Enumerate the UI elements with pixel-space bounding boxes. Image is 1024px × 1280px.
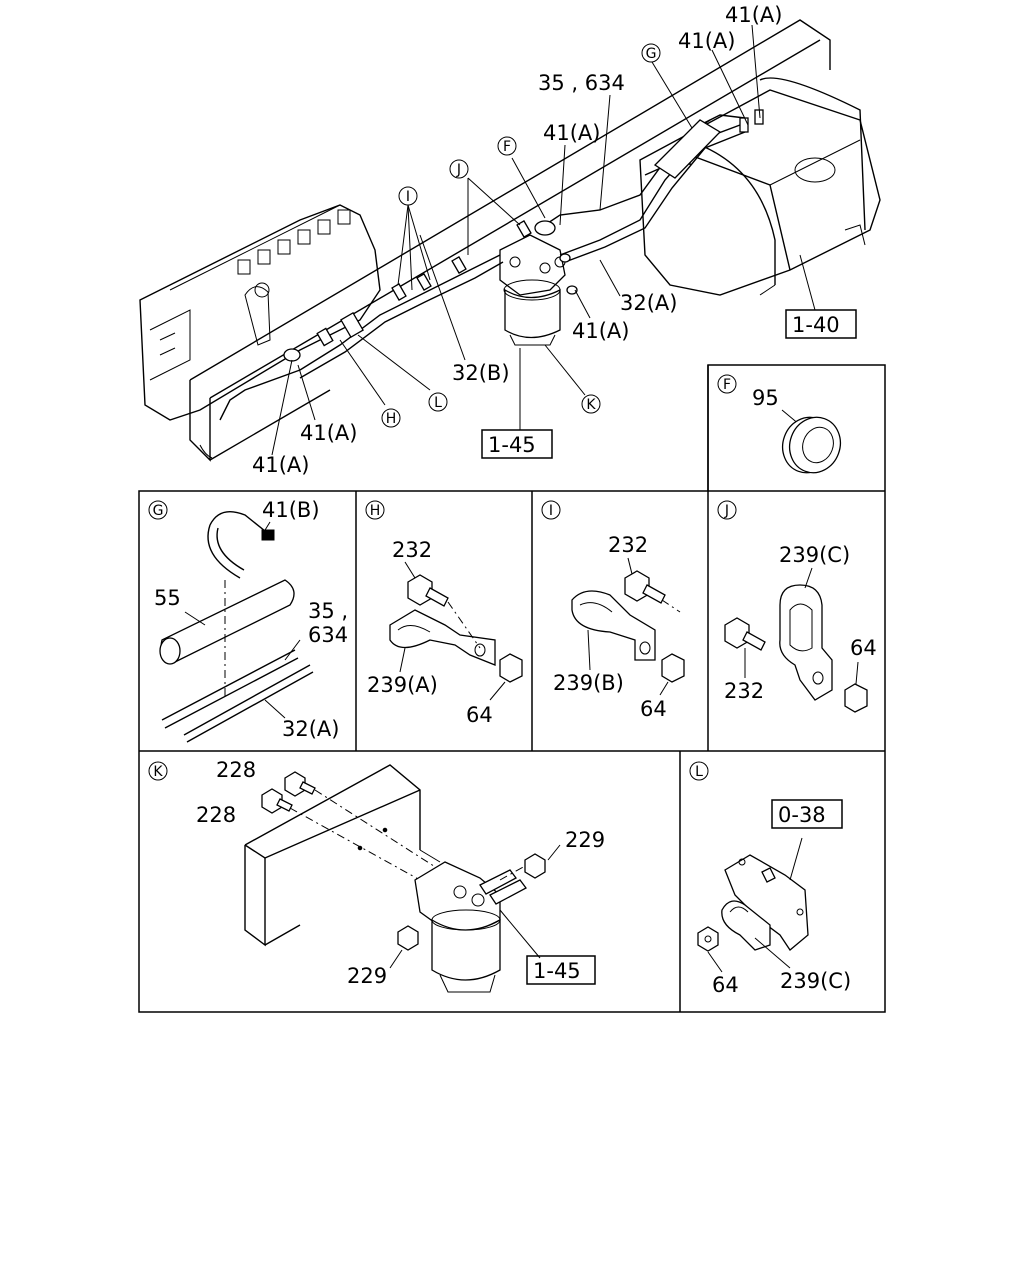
part-64-label-h: 64: [466, 703, 493, 727]
nut-64-h-drawing: [499, 653, 523, 683]
part-64-label-i: 64: [640, 697, 667, 721]
part-634-label: 634: [308, 623, 348, 647]
svg-text:I: I: [406, 189, 410, 205]
bracket-239a-drawing: [389, 609, 496, 666]
detail-marker-i: I: [398, 186, 418, 206]
engine-cylinders-drawing: [237, 209, 351, 275]
main-assembly-view: 41(A) 41(A) 35 , 634 41(A) 32(A) 41(A) 3…: [139, 3, 881, 477]
detail-marker-f: F: [497, 136, 517, 156]
svg-text:H: H: [386, 411, 397, 427]
ref-box-1-45-k: 1-45: [526, 955, 596, 985]
callout-41a-5: 41(A): [300, 421, 357, 445]
svg-text:L: L: [434, 395, 442, 411]
panel-l: L 0-38 64 239(C): [689, 761, 851, 997]
detail-marker-k: K: [581, 394, 601, 414]
part-232-label-j: 232: [724, 679, 764, 703]
panel-j-letter: J: [724, 503, 729, 519]
callout-41a-3: 41(A): [543, 121, 600, 145]
callout-41a-4: 41(A): [572, 319, 629, 343]
frame-beam-k-drawing: [244, 764, 441, 947]
panel-h-letter: H: [370, 503, 381, 519]
panel-f-letter: F: [723, 377, 731, 393]
part-239b-label: 239(B): [553, 671, 624, 695]
callout-41a-1: 41(A): [725, 3, 782, 27]
part-239c-label-l: 239(C): [780, 969, 851, 993]
detail-marker-j: J: [449, 159, 469, 179]
part-41b-label: 41(B): [262, 498, 320, 522]
frame-rail-drawing: [189, 19, 831, 462]
fuel-filter-k-drawing: [414, 861, 527, 993]
panel-g-letter: G: [153, 503, 164, 519]
callout-32a: 32(A): [620, 291, 677, 315]
part-239a-label: 239(A): [367, 673, 438, 697]
callout-32b: 32(B): [452, 361, 510, 385]
part-229-label-2: 229: [347, 964, 387, 988]
svg-text:K: K: [586, 397, 596, 413]
svg-text:J: J: [456, 162, 461, 178]
part-232-label-h: 232: [392, 538, 432, 562]
callout-41a-6: 41(A): [252, 453, 309, 477]
part-64-label-l: 64: [712, 973, 739, 997]
bolts-228-drawing: [261, 771, 316, 814]
pipes-drawing: [161, 649, 314, 743]
clip-239c-l-drawing: [721, 900, 771, 951]
svg-text:F: F: [503, 139, 511, 155]
main-callout-labels: 41(A) 41(A) 35 , 634 41(A) 32(A) 41(A) 3…: [252, 3, 782, 477]
svg-text:1-40: 1-40: [792, 313, 840, 337]
panel-l-letter: L: [695, 764, 703, 780]
svg-text:1-45: 1-45: [533, 959, 581, 983]
part-228-label-1: 228: [216, 758, 256, 782]
svg-text:0-38: 0-38: [778, 803, 826, 827]
detail-marker-g: G: [641, 43, 661, 63]
part-35-label: 35 ,: [308, 599, 348, 623]
panel-j: J 239(C) 64 232: [717, 500, 877, 713]
nuts-229-drawing: [397, 853, 546, 951]
panel-f: F 95: [717, 374, 842, 474]
svg-text:1-45: 1-45: [488, 433, 536, 457]
panel-g: G 41(B) 55 35 , 634 32(A): [148, 498, 348, 743]
fuel-filter-drawing: [499, 234, 566, 346]
part-32a-label: 32(A): [282, 717, 339, 741]
engine-block-drawing: [139, 204, 381, 421]
main-leader-lines: [271, 24, 816, 456]
hose-clamp-41b-drawing: [207, 511, 275, 579]
clip-239c-drawing: [779, 584, 833, 701]
panel-i-letter: I: [549, 503, 553, 519]
detail-marker-h: H: [381, 408, 401, 428]
grommet-95-drawing: [781, 416, 842, 474]
nut-64-l-drawing: [697, 926, 719, 952]
detail-panel-frames: [138, 364, 886, 1013]
svg-text:G: G: [646, 46, 657, 62]
hose-55-drawing: [159, 579, 295, 665]
detail-marker-l: L: [428, 392, 448, 412]
part-64-label-j: 64: [850, 636, 877, 660]
part-232-label-i: 232: [608, 533, 648, 557]
ref-box-0-38: 0-38: [771, 799, 843, 829]
bolt-232-h-drawing: [407, 574, 449, 607]
part-55-label: 55: [154, 586, 181, 610]
part-239c-label-j: 239(C): [779, 543, 850, 567]
nut-64-i-drawing: [661, 653, 685, 683]
part-229-label-1: 229: [565, 828, 605, 852]
panel-k: K 228 228 229 229: [148, 758, 605, 993]
bolt-232-j-drawing: [724, 617, 766, 651]
ref-box-1-45-main: 1-45: [481, 429, 553, 459]
nut-64-j-drawing: [844, 683, 868, 713]
ref-box-1-40: 1-40: [785, 309, 857, 339]
part-95-label: 95: [752, 386, 779, 410]
panel-k-letter: K: [153, 764, 163, 780]
panel-i: I 232 239(B) 64: [541, 500, 685, 721]
panel-h: H 232 239(A) 64: [365, 500, 523, 727]
bolt-232-i-drawing: [624, 570, 666, 604]
callout-41a-2: 41(A): [678, 29, 735, 53]
bracket-239b-drawing: [571, 590, 656, 661]
part-228-label-2: 228: [196, 803, 236, 827]
callout-35-634: 35 , 634: [538, 71, 625, 95]
